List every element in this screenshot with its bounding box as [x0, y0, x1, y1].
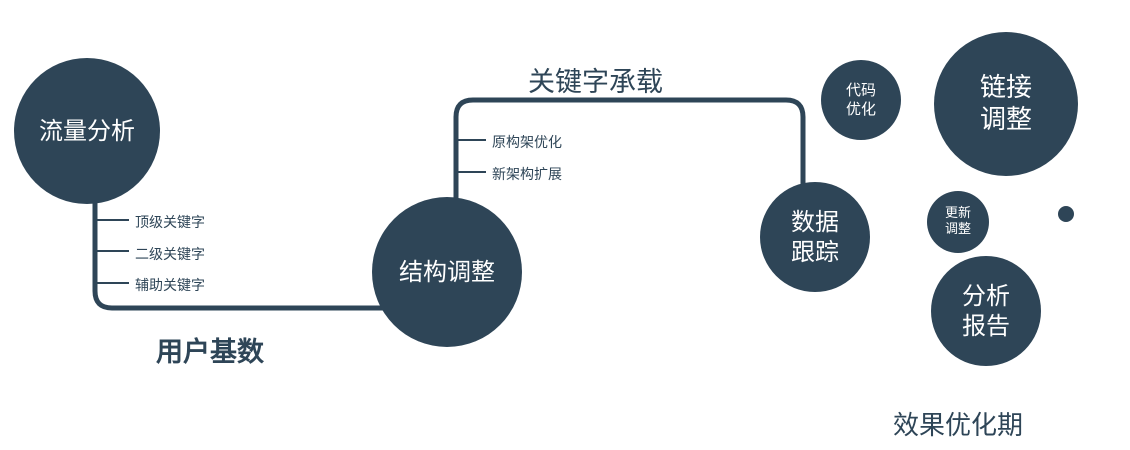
node-analysis-report-line1: 分析: [962, 282, 1010, 310]
node-data-tracking-line2: 跟踪: [791, 238, 839, 266]
node-code-optimization: 代码 优化: [821, 60, 901, 140]
node-code-optimization-line1: 代码: [845, 81, 876, 100]
node-update-adjustment-line2: 调整: [944, 222, 971, 237]
flow-label-user-base: 用户基数: [156, 337, 264, 368]
node-link-adjustment-line2: 调整: [979, 105, 1032, 135]
branch-label-second-keyword: 二级关键字: [135, 247, 205, 263]
branch-label-aux-keyword: 辅助关键字: [135, 278, 205, 294]
node-data-tracking-line1: 数据: [791, 208, 839, 236]
connector-structure-tracking: [453, 97, 806, 208]
node-structure-adjust: 结构调整: [372, 197, 522, 347]
node-update-adjustment: 更新 调整: [927, 191, 989, 253]
node-analysis-report-line2: 报告: [962, 312, 1010, 340]
node-analysis-report: 分析 报告: [931, 256, 1041, 366]
node-traffic-analysis-label: 流量分析: [39, 117, 135, 145]
bullet-dot: [1058, 206, 1074, 222]
node-update-adjustment-line1: 更新: [944, 205, 971, 221]
branch-label-new-architecture: 新架构扩展: [492, 167, 562, 183]
node-link-adjustment: 链接 调整: [934, 32, 1078, 176]
node-traffic-analysis: 流量分析: [14, 58, 160, 204]
connector-traffic-structure: [92, 187, 433, 311]
node-code-optimization-line2: 优化: [845, 100, 876, 118]
node-structure-adjust-label: 结构调整: [399, 258, 495, 286]
branch-label-original-architecture: 原构架优化: [492, 135, 562, 151]
flow-label-keyword-carrying: 关键字承载: [528, 67, 663, 98]
caption-effect-optimization-period: 效果优化期: [893, 411, 1024, 441]
branch-label-top-keyword: 顶级关键字: [135, 215, 205, 231]
node-data-tracking: 数据 跟踪: [760, 182, 870, 292]
node-link-adjustment-line1: 链接: [979, 72, 1032, 103]
